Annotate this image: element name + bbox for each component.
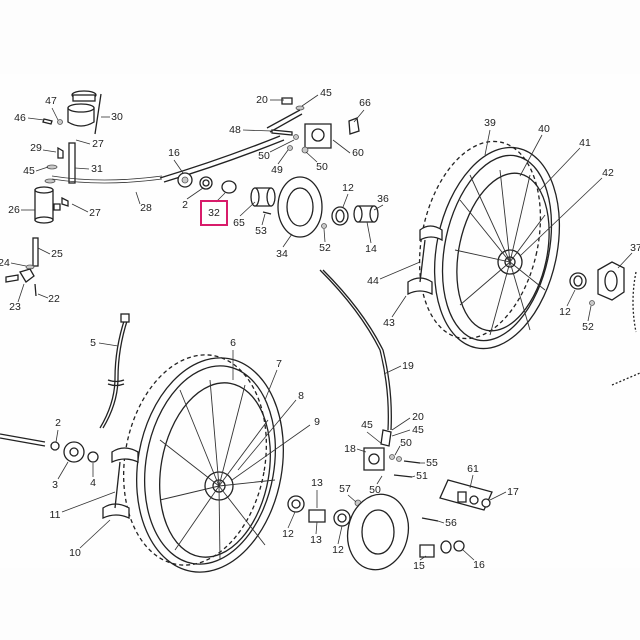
part-callout-45[interactable]: 45 [412,423,424,436]
part-callout-47[interactable]: 47 [45,94,57,107]
part-callout-52[interactable]: 52 [582,320,594,333]
part-callout-18[interactable]: 18 [344,442,356,455]
part-callout-48[interactable]: 48 [229,123,241,136]
part-callout-42[interactable]: 42 [602,166,614,179]
part-callout-13[interactable]: 13 [311,476,323,489]
part-callout-13[interactable]: 13 [310,533,322,546]
part-callout-9[interactable]: 9 [314,415,320,428]
master-cylinder-assembly [5,90,163,297]
part-callout-43[interactable]: 43 [383,316,395,329]
part-callout-50[interactable]: 50 [258,149,270,162]
front-hub-parts [177,97,379,238]
part-callout-22[interactable]: 22 [48,292,60,305]
part-callout-28[interactable]: 28 [140,201,152,214]
part-callout-24[interactable]: 24 [0,256,10,269]
part-callout-19[interactable]: 19 [402,359,414,372]
part-callout-61[interactable]: 61 [467,462,479,475]
part-callout-50[interactable]: 50 [316,160,328,173]
part-callout-36[interactable]: 36 [377,192,389,205]
part-callout-55[interactable]: 55 [426,456,438,469]
part-callout-26[interactable]: 26 [8,203,20,216]
part-callout-10[interactable]: 10 [69,546,81,559]
part-callout-44[interactable]: 44 [367,274,379,287]
part-callout-27[interactable]: 27 [92,137,104,150]
part-callout-52[interactable]: 52 [319,241,331,254]
part-callout-45[interactable]: 45 [23,164,35,177]
part-callout-20[interactable]: 20 [412,410,424,423]
part-callout-66[interactable]: 66 [359,96,371,109]
part-callout-15[interactable]: 15 [413,559,425,572]
part-callout-27[interactable]: 27 [89,206,101,219]
leader-lines [10,94,633,561]
part-callout-49[interactable]: 49 [271,163,283,176]
part-callout-65[interactable]: 65 [233,216,245,229]
part-callout-14[interactable]: 14 [365,242,377,255]
part-callout-5[interactable]: 5 [90,336,96,349]
diagram-canvas [0,74,640,568]
brake-cable [159,135,281,179]
speedometer-cable [99,313,130,429]
part-callout-31[interactable]: 31 [91,162,103,175]
part-callout-4[interactable]: 4 [90,476,96,489]
part-callout-39[interactable]: 39 [484,116,496,129]
front-brake-assembly [287,269,493,571]
part-callout-32[interactable]: 32 [208,206,220,219]
part-callout-25[interactable]: 25 [51,247,63,260]
part-callout-8[interactable]: 8 [298,389,304,402]
part-callout-40[interactable]: 40 [538,122,550,135]
part-callout-46[interactable]: 46 [14,111,26,124]
part-callout-16[interactable]: 16 [473,558,485,571]
part-callout-34[interactable]: 34 [276,247,288,260]
rear-wheel [407,140,640,386]
part-callout-29[interactable]: 29 [30,141,42,154]
highlighted-part-box[interactable] [200,200,228,226]
part-callout-12[interactable]: 12 [282,527,294,540]
part-callout-50[interactable]: 50 [400,436,412,449]
part-callout-57[interactable]: 57 [339,482,351,495]
part-callout-12[interactable]: 12 [559,305,571,318]
part-callout-2[interactable]: 2 [55,416,61,429]
part-callout-7[interactable]: 7 [276,357,282,370]
part-callout-45[interactable]: 45 [320,86,332,99]
part-callout-37[interactable]: 37 [630,241,640,254]
part-callout-20[interactable]: 20 [256,93,268,106]
part-callout-50[interactable]: 50 [369,483,381,496]
part-callout-53[interactable]: 53 [255,224,267,237]
part-callout-12[interactable]: 12 [332,543,344,556]
part-callout-23[interactable]: 23 [9,300,21,313]
part-callout-60[interactable]: 60 [352,146,364,159]
part-callout-11[interactable]: 11 [49,508,61,521]
part-callout-51[interactable]: 51 [416,469,428,482]
part-callout-41[interactable]: 41 [579,136,591,149]
part-callout-2[interactable]: 2 [182,198,188,211]
part-callout-6[interactable]: 6 [230,336,236,349]
part-callout-3[interactable]: 3 [52,478,58,491]
front-wheel [0,354,284,573]
part-callout-17[interactable]: 17 [507,485,519,498]
part-callout-30[interactable]: 30 [111,110,123,123]
part-callout-45[interactable]: 45 [361,418,373,431]
part-callout-56[interactable]: 56 [445,516,457,529]
part-callout-16[interactable]: 16 [168,146,180,159]
part-callout-12[interactable]: 12 [342,181,354,194]
